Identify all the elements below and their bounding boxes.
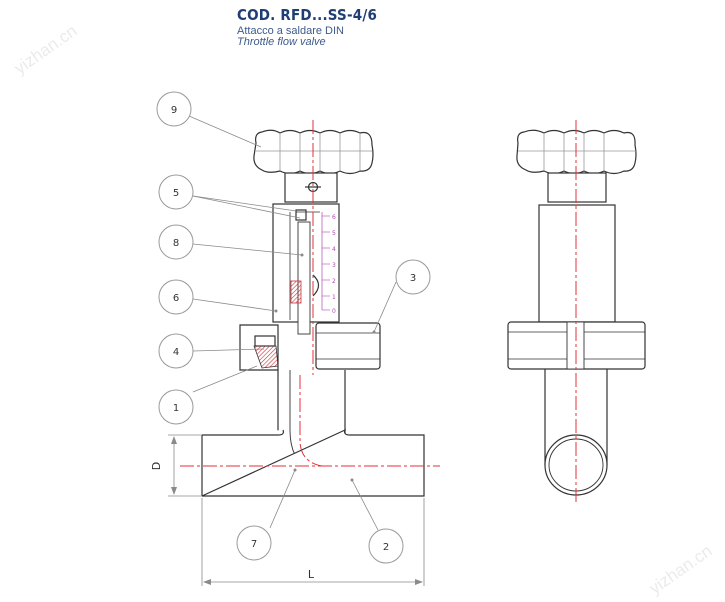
dimension-lines — [168, 434, 425, 586]
callout-9: 9 — [156, 91, 192, 127]
svg-text:5: 5 — [173, 188, 179, 199]
svg-text:4: 4 — [173, 347, 179, 358]
callouts: 9 5 8 6 4 1 3 7 — [156, 91, 431, 564]
nut — [315, 322, 381, 370]
svg-text:7: 7 — [251, 539, 257, 550]
callout-7: 7 — [236, 525, 272, 561]
product-code: COD. RFD...SS-4/6 — [237, 6, 378, 24]
scale-tick: 1 — [332, 294, 336, 301]
scale-tick: 2 — [332, 278, 336, 285]
scale-tick: 5 — [332, 230, 336, 237]
callout-4: 4 — [158, 333, 194, 369]
svg-text:8: 8 — [173, 238, 179, 249]
dimension-l-label: L — [308, 568, 315, 581]
callout-1: 1 — [158, 389, 194, 425]
svg-text:1: 1 — [173, 403, 179, 414]
subtitle-italian: Attacco a saldare DIN — [237, 25, 344, 37]
svg-text:9: 9 — [171, 105, 177, 116]
scale-tick: 6 — [332, 214, 336, 221]
callout-5: 5 — [158, 174, 194, 210]
svg-text:2: 2 — [383, 542, 389, 553]
title-block: COD. RFD...SS-4/6 Attacco a saldare DIN … — [237, 6, 377, 48]
subtitle-english: Throttle flow valve — [237, 36, 326, 48]
dimension-arrows — [171, 436, 423, 585]
svg-text:3: 3 — [410, 273, 416, 284]
callout-2: 2 — [368, 528, 404, 564]
scale-tick: 0 — [332, 308, 336, 315]
centerlines-left — [180, 120, 440, 467]
callout-6: 6 — [158, 279, 194, 315]
svg-text:6: 6 — [173, 293, 179, 304]
leader-lines — [188, 115, 397, 531]
scale-tick: 3 — [332, 262, 336, 269]
position-scale: 6 5 4 3 2 1 0 — [322, 214, 336, 315]
scale-tick: 4 — [332, 246, 336, 253]
dimension-d-label: D — [150, 462, 163, 470]
callout-8: 8 — [158, 224, 194, 260]
callout-3: 3 — [395, 259, 431, 295]
